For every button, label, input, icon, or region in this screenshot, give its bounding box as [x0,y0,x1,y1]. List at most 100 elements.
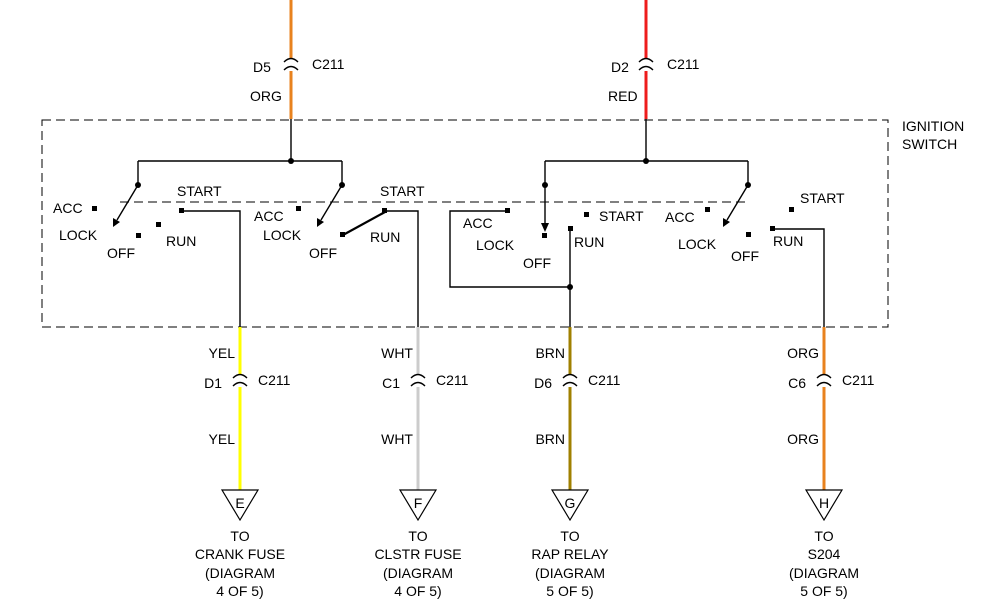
terminal-letter: F [414,495,423,511]
wire-color-label-top: WHT [381,345,413,361]
dest-name-label: RAP RELAY [531,546,609,562]
switch-section-3: ACC LOCK OFF RUN START [449,182,644,327]
switch-blade [726,184,749,221]
dest-name-label: CRANK FUSE [195,546,285,562]
run-output-wire [773,228,825,327]
start-output-wire [387,210,419,327]
contact-run [568,226,573,231]
connector-label: C211 [312,56,345,72]
dest-to-label: TO [230,528,249,544]
terminal-letter: G [565,495,576,511]
blade-arrow [723,218,730,227]
off-label: OFF [107,245,135,261]
switch-section-4: ACC LOCK OFF RUN START [665,182,845,327]
feed-org-d5: D5 C211 ORG [250,0,345,119]
connector-symbol [410,373,426,387]
connector-d5-c211 [283,57,299,71]
contact-start [789,207,794,212]
jumper-link [342,211,386,236]
connector-symbol [562,373,578,387]
contact-run [340,232,345,237]
pin-label: D2 [611,59,629,75]
contact-acc [92,206,97,211]
dest-diagram-label: (DIAGRAM [383,565,453,581]
dest-page-label: 5 OF 5) [546,583,593,599]
off-label: OFF [523,255,551,271]
feed-red-d2: D2 C211 RED [608,0,700,119]
junction-dot [288,158,294,164]
wire-color-label-bottom: ORG [787,431,819,447]
contact-off [542,233,547,238]
off-label: OFF [309,245,337,261]
blade-arrow [113,218,120,227]
contact-run [770,226,775,231]
terminal-arrow [550,489,590,522]
blade-arrow [317,218,324,227]
dest-diagram-label: (DIAGRAM [535,565,605,581]
dest-to-label: TO [814,528,833,544]
wire-color-label: RED [608,88,638,104]
connector-label: C211 [436,372,469,388]
dest-page-label: 5 OF 5) [800,583,847,599]
junction-dot [567,284,573,290]
pin-label: D1 [204,375,222,391]
start-label: START [380,183,425,199]
contact-start [179,208,184,213]
pin-label: D6 [534,375,552,391]
connector-symbol [816,373,832,387]
wire-color-label-top: BRN [535,345,565,361]
run-label: RUN [574,234,604,250]
terminal-arrow [398,489,438,522]
connector-label: C211 [842,372,875,388]
terminal-letter: H [819,495,829,511]
start-label: START [177,183,222,199]
start-label: START [599,208,644,224]
dest-name-label: CLSTR FUSE [374,546,461,562]
switch-blade [320,184,343,221]
wire-color-label-bottom: BRN [535,431,565,447]
dest-to-label: TO [560,528,579,544]
wire-color-label-top: YEL [209,345,236,361]
terminal-arrow [804,489,844,522]
contact-off [746,232,751,237]
wire-color-label-bottom: YEL [209,431,236,447]
connector-label: C211 [258,372,291,388]
start-output-wire [184,210,241,327]
lock-label: LOCK [678,236,717,252]
lock-label: LOCK [476,237,515,253]
connector-label: C211 [667,56,700,72]
acc-label: ACC [53,200,83,216]
acc-loop-wire [449,210,570,288]
acc-label: ACC [254,208,284,224]
dest-diagram-label: (DIAGRAM [205,565,275,581]
dest-diagram-label: (DIAGRAM [789,565,859,581]
dest-to-label: TO [408,528,427,544]
dest-page-label: 4 OF 5) [394,583,441,599]
ignition-switch-label-2: SWITCH [902,136,957,152]
connector-label: C211 [588,372,621,388]
pin-label: D5 [253,59,271,75]
contact-off [136,233,141,238]
start-label: START [800,190,845,206]
wire-color-label: ORG [250,88,282,104]
contact-start [382,208,387,213]
junction-dot [643,158,649,164]
ignition-switch-boundary [41,119,889,328]
switch-section-1: ACC LOCK OFF RUN START [53,182,241,327]
acc-label: ACC [665,209,695,225]
run-label: RUN [166,233,196,249]
contact-acc [296,206,301,211]
terminal-arrow [220,489,260,522]
wire-color-label-bottom: WHT [381,431,413,447]
pin-label: C6 [788,375,806,391]
run-label: RUN [773,233,803,249]
wire-color-label-top: ORG [787,345,819,361]
contact-acc [705,207,710,212]
terminal-letter: E [235,495,244,511]
blade-arrow [541,223,549,232]
